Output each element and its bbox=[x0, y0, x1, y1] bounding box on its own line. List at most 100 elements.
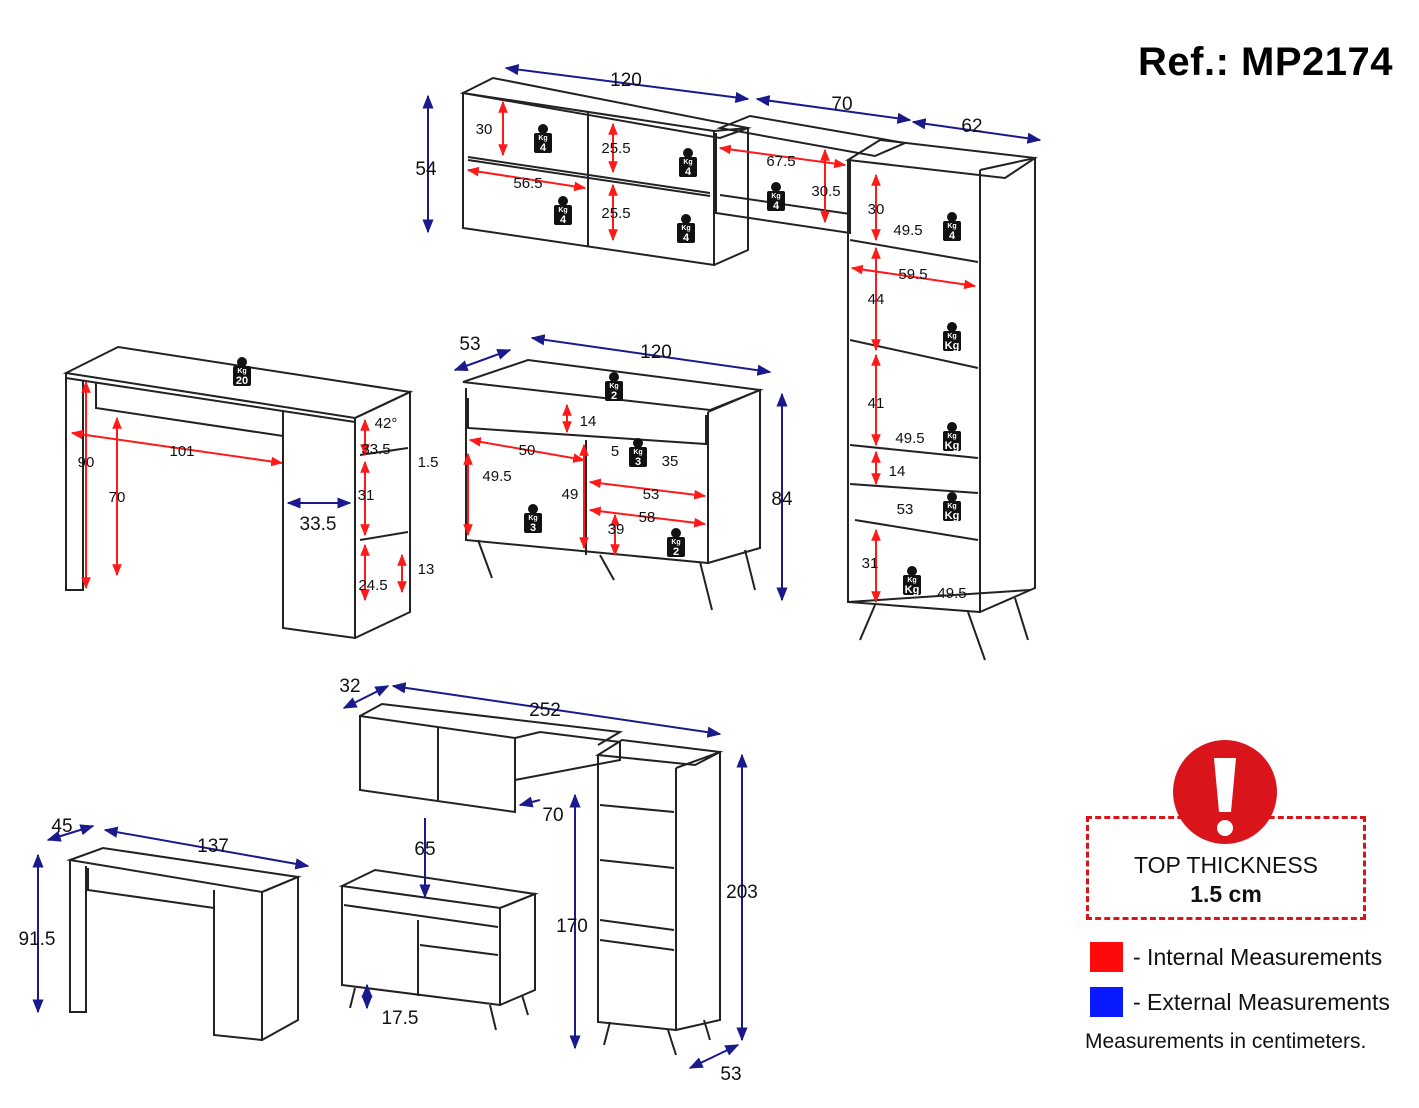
svg-text:4: 4 bbox=[560, 214, 567, 226]
dim-tower-h1: 30 bbox=[868, 201, 885, 218]
svg-text:Kg: Kg bbox=[945, 340, 960, 352]
svg-text:4: 4 bbox=[540, 142, 547, 154]
dim-tower-h3: 41 bbox=[868, 395, 885, 412]
weight-icon: Kg3 bbox=[524, 504, 542, 534]
dim-tower-h2: 44 bbox=[868, 291, 885, 308]
svg-text:Kg: Kg bbox=[671, 539, 680, 546]
dim-small-desk-height: 91.5 bbox=[19, 929, 56, 950]
dim-desk-shelf1: 33.5 bbox=[361, 441, 390, 458]
dim-desk-inner-w: 101 bbox=[169, 443, 194, 460]
dim-assembly-depth-bottom: 53 bbox=[720, 1064, 741, 1085]
legend-label-internal: - Internal Measurements bbox=[1133, 943, 1383, 970]
dim-tower-w2: 59.5 bbox=[898, 266, 927, 283]
dim-upper-shelf: 30 bbox=[476, 121, 493, 138]
svg-text:Kg: Kg bbox=[609, 383, 618, 390]
dim-tower-w5: 49.5 bbox=[937, 585, 966, 602]
upper-cabinet bbox=[459, 76, 752, 267]
svg-text:Kg: Kg bbox=[947, 503, 956, 510]
svg-text:4: 4 bbox=[685, 166, 692, 178]
dim-desk-inner-h: 70 bbox=[109, 489, 126, 506]
weight-icon: Kg4 bbox=[679, 148, 697, 178]
dim-desk-angle: 42° bbox=[375, 415, 398, 432]
svg-text:Kg: Kg bbox=[947, 223, 956, 230]
dim-sideboard-small: 5 bbox=[611, 443, 619, 460]
svg-text:Kg: Kg bbox=[945, 440, 960, 452]
dim-upper-width: 120 bbox=[610, 70, 642, 91]
assembly-view bbox=[66, 702, 724, 1056]
dim-upper-cell2: 25.5 bbox=[601, 205, 630, 222]
dim-assembly-width: 252 bbox=[529, 700, 561, 721]
internal-dimension-lines bbox=[70, 100, 977, 604]
dim-assembly-depth-top: 32 bbox=[339, 676, 360, 697]
svg-text:Kg: Kg bbox=[237, 368, 246, 375]
dim-bridge-inner-w: 67.5 bbox=[766, 153, 795, 170]
svg-text:4: 4 bbox=[773, 200, 780, 212]
weight-icon: Kg4 bbox=[554, 196, 572, 226]
dim-assembly-bridge: 70 bbox=[542, 805, 563, 826]
dim-tower-w4: 53 bbox=[897, 501, 914, 518]
svg-text:Kg: Kg bbox=[538, 135, 547, 142]
weight-icon: Kg4 bbox=[943, 212, 961, 242]
svg-text:2: 2 bbox=[673, 546, 679, 558]
weight-icon: Kg4 bbox=[534, 124, 552, 154]
dim-tower-w3: 49.5 bbox=[895, 430, 924, 447]
dim-bridge-inner-h: 30.5 bbox=[811, 183, 840, 200]
dim-small-desk-width: 137 bbox=[197, 836, 229, 857]
legend-internal: - Internal Measurements bbox=[1090, 942, 1382, 972]
svg-text:4: 4 bbox=[949, 230, 956, 242]
dim-assembly-leg: 17.5 bbox=[382, 1008, 419, 1029]
svg-text:Kg: Kg bbox=[528, 515, 537, 522]
svg-text:Kg: Kg bbox=[558, 207, 567, 214]
dim-tower-depth: 62 bbox=[961, 116, 982, 137]
top-thickness-notice: TOP THICKNESS 1.5 cm bbox=[1086, 816, 1366, 920]
units-note: Measurements in centimeters. bbox=[1085, 1030, 1367, 1053]
legend-swatch-red bbox=[1090, 942, 1123, 972]
dim-assembly-gap: 65 bbox=[414, 839, 435, 860]
weight-icon: Kg2 bbox=[605, 372, 623, 402]
svg-text:3: 3 bbox=[530, 522, 536, 534]
dim-sideboard-height: 84 bbox=[771, 489, 793, 510]
dim-desk-shelf-t: 1.5 bbox=[418, 454, 439, 471]
svg-text:Kg: Kg bbox=[633, 449, 642, 456]
dim-tower-h5: 31 bbox=[862, 555, 879, 572]
dim-desk-shelf4: 13 bbox=[418, 561, 435, 578]
dim-upper-height: 54 bbox=[415, 159, 437, 180]
dim-sideboard-w4: 58 bbox=[639, 509, 656, 526]
dim-sideboard-w3: 53 bbox=[643, 486, 660, 503]
dim-sideboard-drawer: 14 bbox=[580, 413, 597, 430]
dim-sideboard-h2: 49 bbox=[562, 486, 579, 503]
legend-external: - External Measurements bbox=[1090, 987, 1390, 1017]
dim-upper-cell1: 25.5 bbox=[601, 140, 630, 157]
dimension-labels: 120 54 30 56.5 25.5 25.5 70 67.5 30.5 62… bbox=[19, 70, 983, 1085]
svg-text:Kg: Kg bbox=[771, 193, 780, 200]
external-dimension-lines bbox=[32, 64, 1042, 1069]
dim-tower-h4: 14 bbox=[889, 463, 906, 480]
notice-line2: 1.5 cm bbox=[1190, 881, 1262, 907]
svg-text:Kg: Kg bbox=[907, 577, 916, 584]
svg-text:Kg: Kg bbox=[947, 333, 956, 340]
dim-sideboard-w1: 50 bbox=[519, 442, 536, 459]
dim-assembly-tall: 170 bbox=[556, 916, 588, 937]
svg-text:4: 4 bbox=[683, 232, 690, 244]
dim-tower-w1: 49.5 bbox=[893, 222, 922, 239]
svg-text:Kg: Kg bbox=[905, 584, 920, 596]
dim-sideboard-h1: 49.5 bbox=[482, 468, 511, 485]
tall-tower bbox=[845, 138, 1038, 661]
dim-sideboard-depth: 53 bbox=[459, 334, 480, 355]
dim-desk-shelf3: 24.5 bbox=[358, 577, 387, 594]
dim-sideboard-h3: 39 bbox=[608, 521, 625, 538]
svg-text:Kg: Kg bbox=[947, 433, 956, 440]
dim-desk-shelf2: 31 bbox=[358, 487, 375, 504]
dim-upper-inner-w: 56.5 bbox=[513, 175, 542, 192]
svg-text:Kg: Kg bbox=[683, 159, 692, 166]
weight-icon: Kg3 bbox=[629, 438, 647, 468]
dim-bridge-width: 70 bbox=[831, 94, 852, 115]
svg-text:20: 20 bbox=[236, 375, 248, 387]
